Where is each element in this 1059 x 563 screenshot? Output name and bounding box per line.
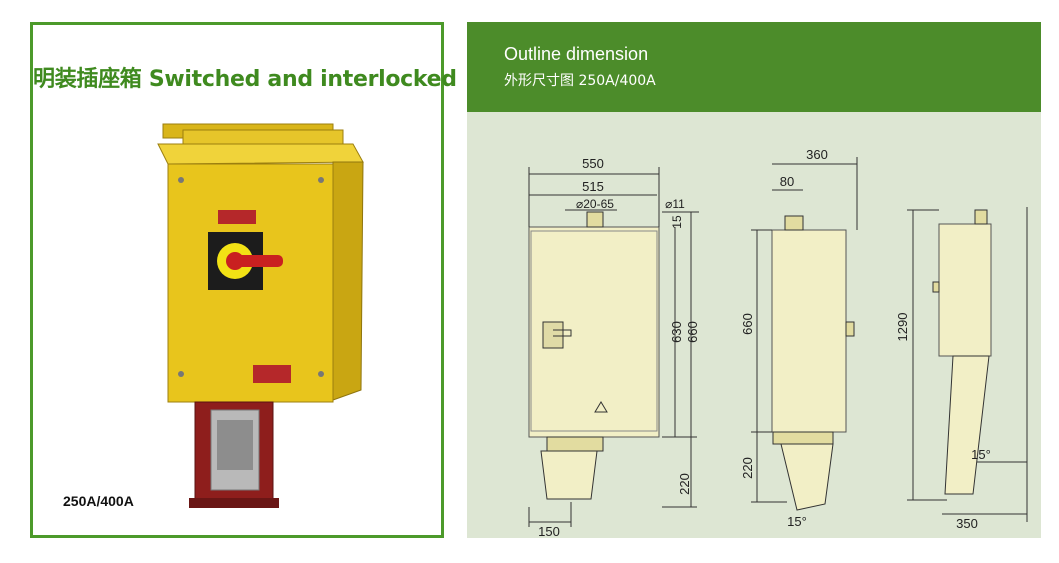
dim-side-depth: 360 (806, 147, 828, 162)
dim-front-width-inner: 515 (582, 179, 604, 194)
dim-body-height-inner: 630 (669, 321, 684, 343)
dim-side-height: 660 (740, 313, 755, 335)
rating-label: 250A/400A (63, 493, 134, 509)
dim-mounted-depth: 350 (956, 516, 978, 531)
header-subtitle: 外形尺寸图 250A/400A (504, 73, 656, 89)
header-title: Outline dimension (504, 44, 649, 64)
dim-top-offset: 15 (670, 215, 684, 229)
dim-total-height: 1290 (895, 313, 910, 342)
dim-front-width-overall: 550 (582, 156, 604, 171)
dim-side-angle: 15° (787, 514, 807, 529)
dim-side-socket-height: 220 (740, 457, 755, 479)
dim-body-height-outer: 660 (685, 321, 700, 343)
panel-header: Outline dimension 外形尺寸图 250A/400A (467, 22, 1041, 112)
product-panel: 明装插座箱 Switched and interlocked 250A/400A (30, 22, 457, 538)
outline-dimension-panel: Outline dimension 外形尺寸图 250A/400A (467, 22, 1041, 538)
dim-mounted-angle: 15° (971, 447, 991, 462)
dim-socket-width: 150 (538, 524, 560, 538)
dim-mount-hole: ⌀11 (665, 197, 685, 211)
dim-side-gland-offset: 80 (780, 174, 794, 189)
product-photo (157, 123, 364, 508)
product-title: 明装插座箱 Switched and interlocked (33, 67, 457, 92)
technical-drawing: 550 515 ⌀20-65 ⌀11 15 630 660 220 150 36… (528, 147, 1028, 538)
dim-cable-gland: ⌀20-65 (576, 197, 614, 211)
dim-socket-height: 220 (677, 473, 692, 495)
